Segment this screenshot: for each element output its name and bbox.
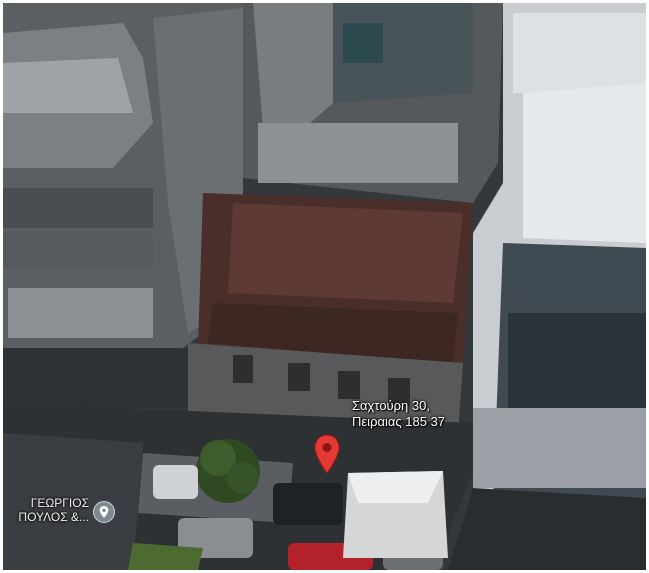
poi-label-line-1: ΓΕΩΡΓΙΟΣ <box>30 496 89 510</box>
car-dark <box>273 483 343 525</box>
satellite-imagery <box>3 3 646 570</box>
address-label[interactable]: Σαχτούρη 30, Πειραιας 185 37 <box>352 398 445 430</box>
poi-label-line-2: ΠΟΥΛΟΣ &... <box>18 510 89 524</box>
map-viewport[interactable]: Σαχτούρη 30, Πειραιας 185 37 ΓΕΩΡΓΙΟΣ ΠΟ… <box>3 3 646 570</box>
place-marker-icon[interactable] <box>93 501 115 523</box>
poi-label[interactable]: ΓΕΩΡΓΙΟΣ ΠΟΥΛΟΣ &... <box>3 496 89 524</box>
glass-facade <box>508 313 646 413</box>
location-pin-icon[interactable] <box>314 434 340 474</box>
address-line-2: Πειραιας 185 37 <box>352 414 446 429</box>
car-white <box>153 465 198 499</box>
address-line-1: Σαχτούρη 30, <box>352 398 430 413</box>
